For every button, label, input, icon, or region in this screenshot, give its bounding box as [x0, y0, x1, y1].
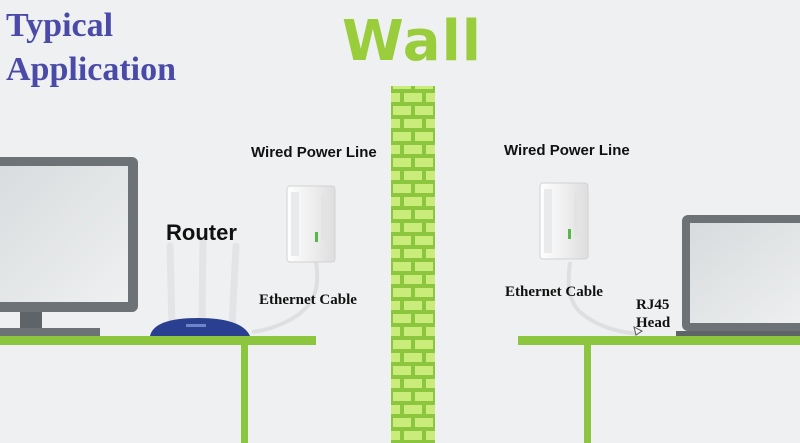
rj45-line-2: Head: [636, 315, 671, 331]
laptop: [676, 215, 800, 336]
rj45-line-1: RJ45: [636, 297, 670, 313]
brick-wall: [391, 86, 435, 443]
rj45-head-label: RJ45 Head: [636, 296, 670, 332]
router-label: Router: [166, 220, 237, 245]
right-powerline-adapter: [539, 182, 639, 336]
right-power-line-label: Wired Power Line: [504, 142, 630, 159]
right-desk: [518, 336, 800, 443]
left-power-line-label: Wired Power Line: [251, 144, 377, 161]
router-device: [150, 236, 250, 336]
left-ethernet-cable-label: Ethernet Cable: [259, 292, 357, 308]
title-line-2: Application: [6, 51, 177, 88]
rj45-plug: [633, 326, 643, 336]
wall-label: Wall: [342, 9, 482, 74]
right-ethernet-cable-label: Ethernet Cable: [505, 284, 603, 300]
title-line-1: Typical: [6, 7, 114, 44]
left-desk: [0, 336, 316, 443]
left-powerline-adapter: [251, 185, 336, 334]
desktop-monitor: [0, 157, 138, 336]
diagram-title: Typical Application: [6, 4, 176, 92]
